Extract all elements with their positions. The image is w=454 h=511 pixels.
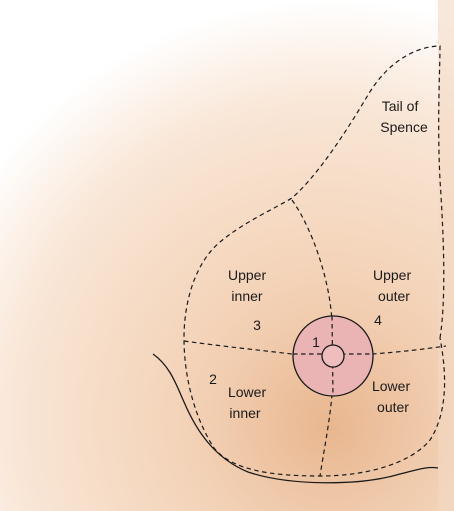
body-edge-shadow — [438, 0, 454, 511]
quadrant-number-1: 1 — [312, 334, 320, 350]
quadrant-number-3: 3 — [253, 317, 261, 333]
nipple — [322, 345, 344, 367]
quadrant-number-2: 2 — [209, 371, 217, 387]
quadrant-number-4: 4 — [374, 312, 382, 328]
